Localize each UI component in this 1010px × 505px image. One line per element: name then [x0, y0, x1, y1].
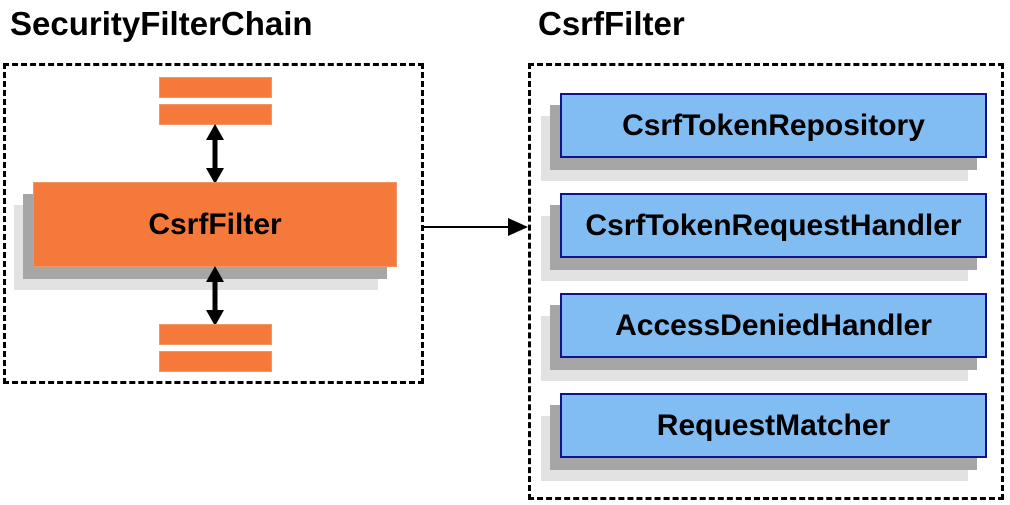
component-label: AccessDeniedHandler: [615, 308, 932, 342]
component-label: CsrfTokenRepository: [622, 108, 925, 142]
component-box-csrf-token-request-handler: CsrfTokenRequestHandler: [541, 193, 987, 281]
component-face: RequestMatcher: [560, 393, 987, 458]
component-face: CsrfTokenRepository: [560, 93, 987, 158]
csrf-filter-box: CsrfFilter: [14, 182, 397, 290]
component-box-access-denied-handler: AccessDeniedHandler: [541, 293, 987, 381]
csrf-filter-components-container: [528, 63, 1004, 500]
vertical-double-arrow-icon: [206, 124, 224, 184]
csrf-filter-face: CsrfFilter: [33, 182, 397, 267]
filter-placeholder-bar: [159, 104, 272, 125]
component-box-request-matcher: RequestMatcher: [541, 393, 987, 481]
component-box-csrf-token-repository: CsrfTokenRepository: [541, 93, 987, 181]
left-panel-title: SecurityFilterChain: [10, 5, 313, 42]
right-panel-title: CsrfFilter: [538, 5, 685, 42]
component-face: CsrfTokenRequestHandler: [560, 193, 987, 258]
connector-arrow-icon: [424, 218, 528, 236]
filter-placeholder-bar: [159, 77, 272, 98]
filter-placeholder-bar: [159, 324, 272, 345]
security-filter-chain-container: [3, 63, 424, 384]
component-label: RequestMatcher: [656, 408, 891, 442]
component-face: AccessDeniedHandler: [560, 293, 987, 358]
component-label: CsrfTokenRequestHandler: [585, 208, 962, 242]
vertical-double-arrow-icon: [206, 266, 224, 326]
filter-placeholder-bar: [159, 351, 272, 372]
csrf-filter-label: CsrfFilter: [148, 207, 282, 241]
